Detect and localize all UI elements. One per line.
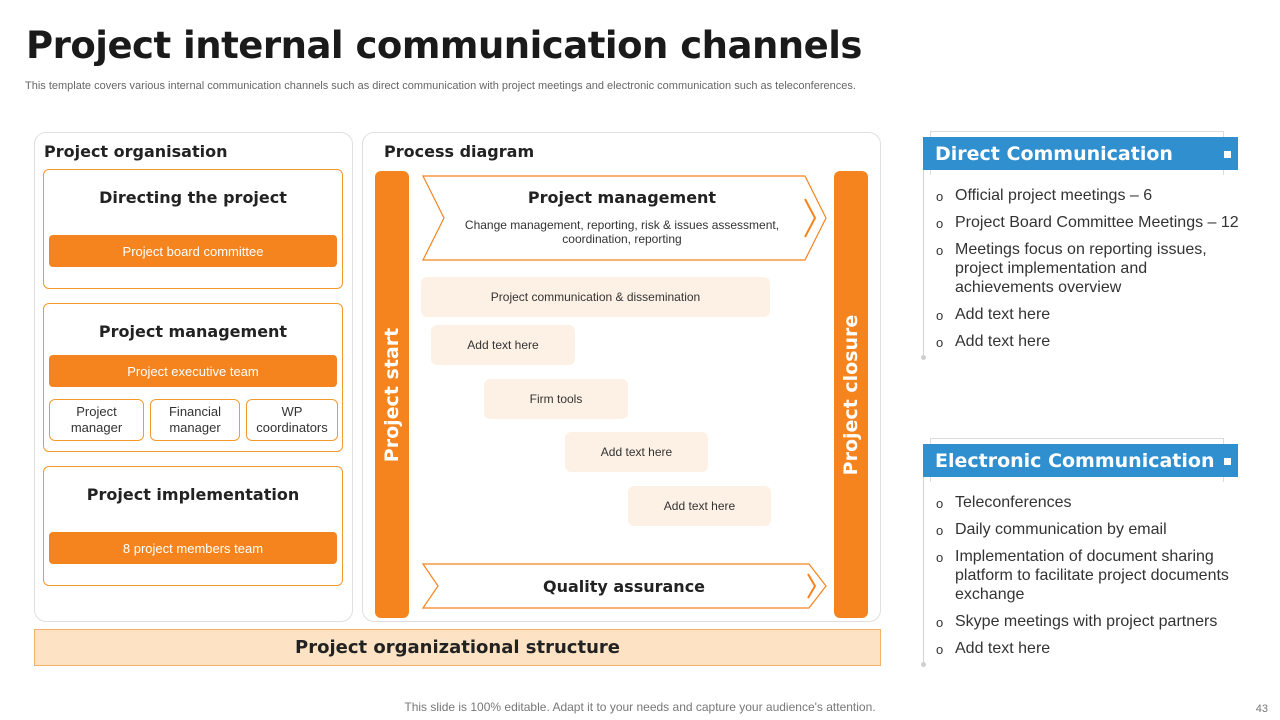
list-item: o Teleconferences bbox=[935, 493, 1245, 512]
role-project-manager: Project manager bbox=[49, 399, 144, 441]
bullet-icon: o bbox=[936, 308, 944, 323]
list-item-text: Add text here bbox=[955, 306, 1051, 323]
management-chevron bbox=[422, 175, 827, 261]
list-item-text: Implementation of document sharing platf… bbox=[955, 548, 1229, 603]
directing-box bbox=[43, 169, 343, 289]
bullet-icon: o bbox=[936, 523, 944, 538]
role-label: WP coordinators bbox=[256, 404, 328, 435]
list-item: o Implementation of document sharing plat… bbox=[935, 547, 1235, 604]
process-title: Process diagram bbox=[384, 142, 535, 161]
step-4: Add text here bbox=[628, 486, 771, 526]
direct-timeline-line bbox=[923, 170, 924, 356]
quality-chevron-title: Quality assurance bbox=[542, 577, 706, 596]
list-item: o Daily communication by email bbox=[935, 520, 1245, 539]
list-item: o Skype meetings with project partners bbox=[935, 612, 1245, 631]
square-icon bbox=[1224, 150, 1231, 158]
list-item-text: Official project meetings – 6 bbox=[955, 187, 1153, 204]
project-closure-bar: Project closure bbox=[834, 171, 868, 618]
list-item-text: Skype meetings with project partners bbox=[955, 613, 1218, 630]
step-firm-tools: Firm tools bbox=[484, 379, 628, 419]
list-item-text: Add text here bbox=[955, 333, 1051, 350]
direct-heading: Direct Communication bbox=[923, 137, 1238, 170]
project-start-bar: Project start bbox=[375, 171, 409, 618]
implementation-box bbox=[43, 466, 343, 586]
management-chevron-title: Project management bbox=[527, 188, 717, 207]
management-title: Project management bbox=[98, 322, 288, 341]
chevron-arrow-icon bbox=[804, 198, 817, 238]
square-icon bbox=[1224, 457, 1231, 465]
directing-title: Directing the project bbox=[99, 188, 287, 207]
list-item: o Add text here bbox=[935, 332, 1245, 351]
electronic-timeline-line bbox=[923, 477, 924, 663]
management-chevron-desc: Change management, reporting, risk & iss… bbox=[464, 218, 780, 246]
directing-bar: Project board committee bbox=[49, 235, 337, 267]
bullet-icon: o bbox=[936, 615, 944, 630]
bullet-icon: o bbox=[936, 550, 944, 565]
list-item-text: Add text here bbox=[955, 640, 1051, 657]
step-1: Add text here bbox=[431, 325, 575, 365]
bullet-icon: o bbox=[936, 496, 944, 511]
management-bar: Project executive team bbox=[49, 355, 337, 387]
direct-heading-text: Direct Communication bbox=[935, 142, 1173, 165]
role-financial-manager: Financial manager bbox=[150, 399, 240, 441]
bullet-icon: o bbox=[936, 216, 944, 231]
step-communication: Project communication & dissemination bbox=[421, 277, 770, 317]
page-subtitle: This template covers various internal co… bbox=[25, 80, 856, 92]
electronic-heading: Electronic Communication bbox=[923, 444, 1238, 477]
organisation-title: Project organisation bbox=[44, 142, 228, 161]
quality-chevron bbox=[422, 563, 827, 609]
list-item: o Meetings focus on reporting issues, pro… bbox=[935, 240, 1225, 297]
direct-timeline-dot bbox=[921, 355, 926, 360]
footer-note: This slide is 100% editable. Adapt it to… bbox=[404, 700, 876, 714]
implementation-bar: 8 project members team bbox=[49, 532, 337, 564]
list-item-text: Project Board Committee Meetings – 12 bbox=[955, 214, 1239, 231]
bullet-icon: o bbox=[936, 642, 944, 657]
list-item-text: Daily communication by email bbox=[955, 521, 1167, 538]
list-item: o Add text here bbox=[935, 639, 1245, 658]
step-3: Add text here bbox=[565, 432, 708, 472]
implementation-title: Project implementation bbox=[86, 485, 300, 504]
electronic-timeline-dot bbox=[921, 662, 926, 667]
bullet-icon: o bbox=[936, 335, 944, 350]
bullet-icon: o bbox=[936, 243, 944, 258]
role-wp-coordinators: WP coordinators bbox=[246, 399, 338, 441]
page-number: 43 bbox=[1255, 703, 1268, 715]
list-item: o Official project meetings – 6 bbox=[935, 186, 1245, 205]
role-label: Project manager bbox=[70, 404, 123, 435]
list-item: o Project Board Committee Meetings – 12 bbox=[935, 213, 1245, 232]
electronic-heading-text: Electronic Communication bbox=[935, 449, 1215, 472]
page-title: Project internal communication channels bbox=[26, 24, 862, 67]
list-item-text: Meetings focus on reporting issues, proj… bbox=[955, 241, 1207, 296]
org-structure-label: Project organizational structure bbox=[34, 629, 881, 666]
bullet-icon: o bbox=[936, 189, 944, 204]
role-label: Financial manager bbox=[168, 404, 222, 435]
project-start-label: Project start bbox=[381, 327, 403, 462]
project-closure-label: Project closure bbox=[840, 314, 862, 475]
chevron-arrow-icon bbox=[807, 573, 817, 599]
list-item-text: Teleconferences bbox=[955, 494, 1072, 511]
list-item: o Add text here bbox=[935, 305, 1245, 324]
